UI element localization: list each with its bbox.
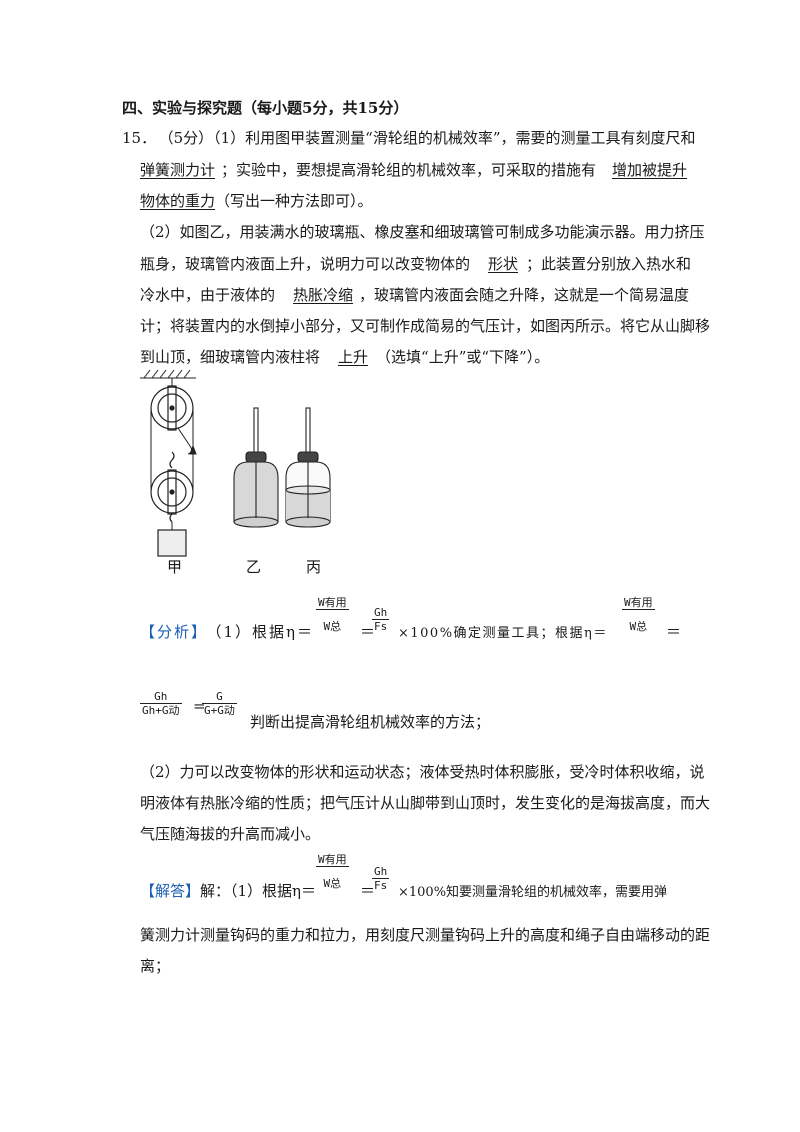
q15-part2-line5: 到山顶，细玻璃管内液柱将上升 （选填“上升”或“下降”）。 bbox=[140, 347, 549, 367]
analysis-l1-b: ×100%确定测量工具；根据η＝ bbox=[398, 626, 608, 641]
q15-part1-text: （1）利用图甲装置测量“滑轮组的机械效率”，需要的测量工具有刻度尺和 bbox=[213, 129, 696, 147]
q15-p2-l5-b: （选填“上升”或“下降”）。 bbox=[376, 348, 550, 366]
answer-fs: Fs bbox=[374, 879, 388, 892]
analysis-l1-a: （1）根据η＝ bbox=[214, 623, 315, 641]
answer-w-you: W有用 bbox=[318, 853, 347, 866]
analysis-eq2: ＝ bbox=[666, 623, 682, 641]
analysis-p2-line3: 气压随海拔的升高而减小。 bbox=[140, 825, 321, 843]
analysis-line1: 【分析】 （1）根据η＝ bbox=[140, 622, 314, 642]
answer-eq1: ＝ bbox=[360, 882, 376, 900]
answer-line3: 离； bbox=[140, 957, 171, 975]
answer-l1-b: ×100%知要测量滑轮组的机械效率，需要用弹 bbox=[398, 885, 668, 900]
ropes bbox=[150, 408, 194, 530]
figure-label-yi: 乙 bbox=[246, 558, 262, 576]
q15-p2-l5-a: 到山顶，细玻璃管内液柱将 bbox=[140, 348, 321, 366]
q15-line3-tail: （写出一种方法即可）。 bbox=[215, 192, 373, 210]
analysis-w-you: W有用 bbox=[318, 596, 347, 609]
answer-tag: 【解答】 bbox=[140, 882, 201, 900]
analysis-gh2: Gh bbox=[154, 690, 168, 703]
weight-block bbox=[157, 529, 187, 557]
analysis-frac-w: W有用 W总 bbox=[316, 596, 349, 633]
question-number: 15． bbox=[122, 129, 157, 147]
answer-gh: Gh bbox=[374, 865, 388, 878]
answer-blank-2a: 增加被提升 bbox=[612, 161, 688, 179]
q15-part2-line3: 冷水中，由于液体的热胀冷缩 ，玻璃管内液面会随之升降，这就是一个简易温度 bbox=[140, 285, 689, 305]
analysis-frac-w2: W有用 W总 bbox=[622, 596, 655, 633]
analysis-w-zong: W总 bbox=[323, 620, 342, 633]
bottle-bing bbox=[285, 407, 331, 528]
figure-label-jia: 甲 bbox=[167, 558, 183, 576]
section-heading: 四、实验与探究题（每小题5分，共15分） bbox=[122, 99, 409, 117]
q15-part2-line4: 计；将装置内的水倒掉小部分，又可制作成简易的气压计，如图丙所示。将它从山脚移 bbox=[140, 317, 711, 335]
q15-p2-l2-b: ；此装置分别放入热水和 bbox=[526, 255, 692, 273]
ceiling-support bbox=[140, 369, 196, 386]
analysis-fs: Fs bbox=[374, 620, 388, 633]
analysis-tag: 【分析】 bbox=[140, 623, 209, 641]
answer-blank-5: 上升 bbox=[338, 348, 369, 366]
analysis-eq1: ＝ bbox=[360, 623, 376, 641]
analysis-l2-tail: 判断出提高滑轮组机械效率的方法； bbox=[250, 713, 491, 731]
analysis-p2-line2: 明液体有热胀冷缩的性质；把气压计从山脚带到山顶时，发生变化的是海拔高度，而大 bbox=[140, 794, 711, 812]
q15-part2-line2: 瓶身，玻璃管内液面上升，说明力可以改变物体的形状 ；此装置分别放入热水和 bbox=[140, 254, 691, 274]
answer-blank-1: 弹簧测力计 bbox=[140, 161, 216, 179]
q15-line1: 15． （5分）（1）利用图甲装置测量“滑轮组的机械效率”，需要的测量工具有刻度尺… bbox=[122, 128, 696, 148]
answer-frac-w: W有用 W总 bbox=[316, 853, 349, 890]
answer-blank-3: 形状 bbox=[488, 255, 519, 273]
question-points: （5分） bbox=[166, 129, 214, 147]
analysis-p2-line1: （2）力可以改变物体的形状和运动状态；液体受热时体积膨胀，受冷时体积收缩，说 bbox=[140, 763, 705, 781]
analysis-gh: Gh bbox=[374, 606, 388, 619]
answer-blank-2b: 物体的重力 bbox=[140, 192, 216, 210]
pull-arrow bbox=[189, 444, 197, 488]
answer-l1-a: 解：（1）根据η＝ bbox=[200, 882, 317, 900]
analysis-eq3: = bbox=[193, 697, 206, 715]
analysis-w-you-2: W有用 bbox=[624, 596, 653, 609]
answer-line1: 【解答】解：（1）根据η＝ bbox=[140, 881, 316, 901]
q15-p2-l3-b: ，玻璃管内液面会随之升降，这就是一个简易温度 bbox=[359, 286, 690, 304]
analysis-w-zong-2: W总 bbox=[629, 620, 648, 633]
analysis-g-gdong: G+G动 bbox=[204, 704, 235, 717]
q15-p2-l2-a: 瓶身，玻璃管内液面上升，说明力可以改变物体的 bbox=[140, 255, 471, 273]
answer-line2: 簧测力计测量钩码的重力和拉力，用刻度尺测量钩码上升的高度和绳子自由端移动的距 bbox=[140, 926, 711, 944]
q15-part2-line1: （2）如图乙，用装满水的玻璃瓶、橡皮塞和细玻璃管可制成多功能演示器。用力挤压 bbox=[140, 223, 705, 241]
q15-p2-l3-a: 冷水中，由于液体的 bbox=[140, 286, 276, 304]
q15-line2-mid: ；实验中，要想提高滑轮组的机械效率，可采取的措施有 bbox=[221, 161, 597, 179]
answer-blank-4: 热胀冷缩 bbox=[293, 286, 354, 304]
movable-pulley bbox=[150, 451, 194, 523]
answer-w-zong: W总 bbox=[323, 877, 342, 890]
q15-line3: 物体的重力（写出一种方法即可）。 bbox=[140, 191, 373, 211]
figure-label-bing: 丙 bbox=[306, 558, 322, 576]
experiment-figure bbox=[140, 369, 331, 557]
analysis-g: G bbox=[216, 690, 223, 703]
q15-line2: 弹簧测力计 ；实验中，要想提高滑轮组的机械效率，可采取的措施有增加被提升 bbox=[140, 160, 687, 180]
fixed-pulley bbox=[150, 385, 194, 431]
bottle-yi bbox=[233, 407, 279, 528]
analysis-gh-gdong: Gh+G动 bbox=[142, 704, 180, 717]
